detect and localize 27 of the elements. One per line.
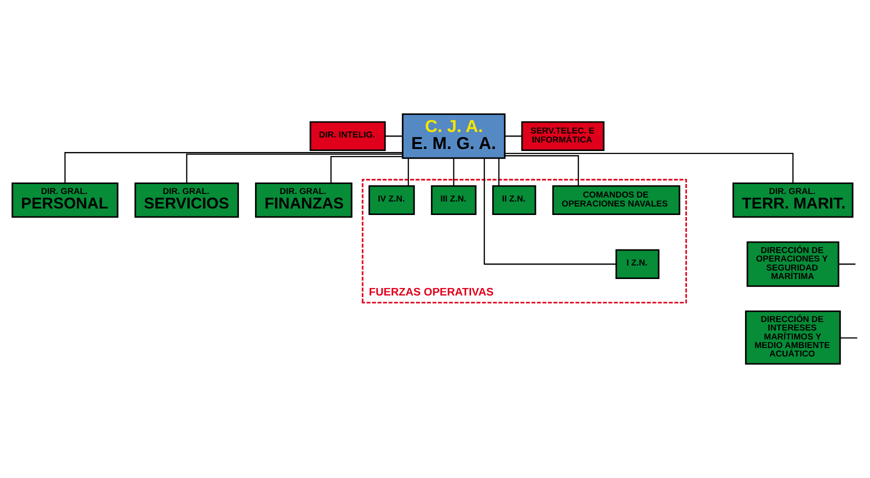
connector <box>504 136 522 137</box>
connector <box>453 158 454 186</box>
node-box: DIRECCIÓN DE INTERESES MARÍTIMOS Y MEDIO AMBIENTE ACUÁTICO <box>745 310 841 365</box>
node-box: II Z.N. <box>492 185 536 216</box>
connector <box>330 156 402 184</box>
node-box: DIR. GRAL. FINANZAS <box>255 182 352 218</box>
node-box: IV Z.N. <box>368 185 415 216</box>
node-box: III Z.N. <box>430 185 476 216</box>
connector <box>840 337 858 339</box>
node-box: COMANDOS DE OPERACIONES NAVALES <box>552 185 680 216</box>
connector <box>504 152 794 183</box>
node-box: DIRECCIÓN DE OPERACIONES Y SEGURIDAD MARÍTIMA <box>746 241 840 287</box>
node-box: DIR. GRAL. PERSONAL <box>12 182 118 218</box>
node-box: SERV.TELEC. E INFORMÁTICA <box>521 121 604 152</box>
node-box: DIR. GRAL. TERR. MARIT. <box>732 182 854 218</box>
node-box: DIR. INTELIG. <box>310 121 386 152</box>
connector <box>484 158 616 265</box>
connector <box>186 154 403 184</box>
node-box: C. J. A. E. M. G. A. <box>402 113 506 159</box>
connector <box>838 264 856 265</box>
connector <box>408 158 409 186</box>
connector <box>498 158 500 186</box>
node-box: I Z.N. <box>615 249 660 280</box>
connector <box>504 155 579 186</box>
connector <box>385 136 402 137</box>
connector <box>64 152 402 184</box>
node-box: DIR. GRAL. SERVICIOS <box>134 182 239 218</box>
